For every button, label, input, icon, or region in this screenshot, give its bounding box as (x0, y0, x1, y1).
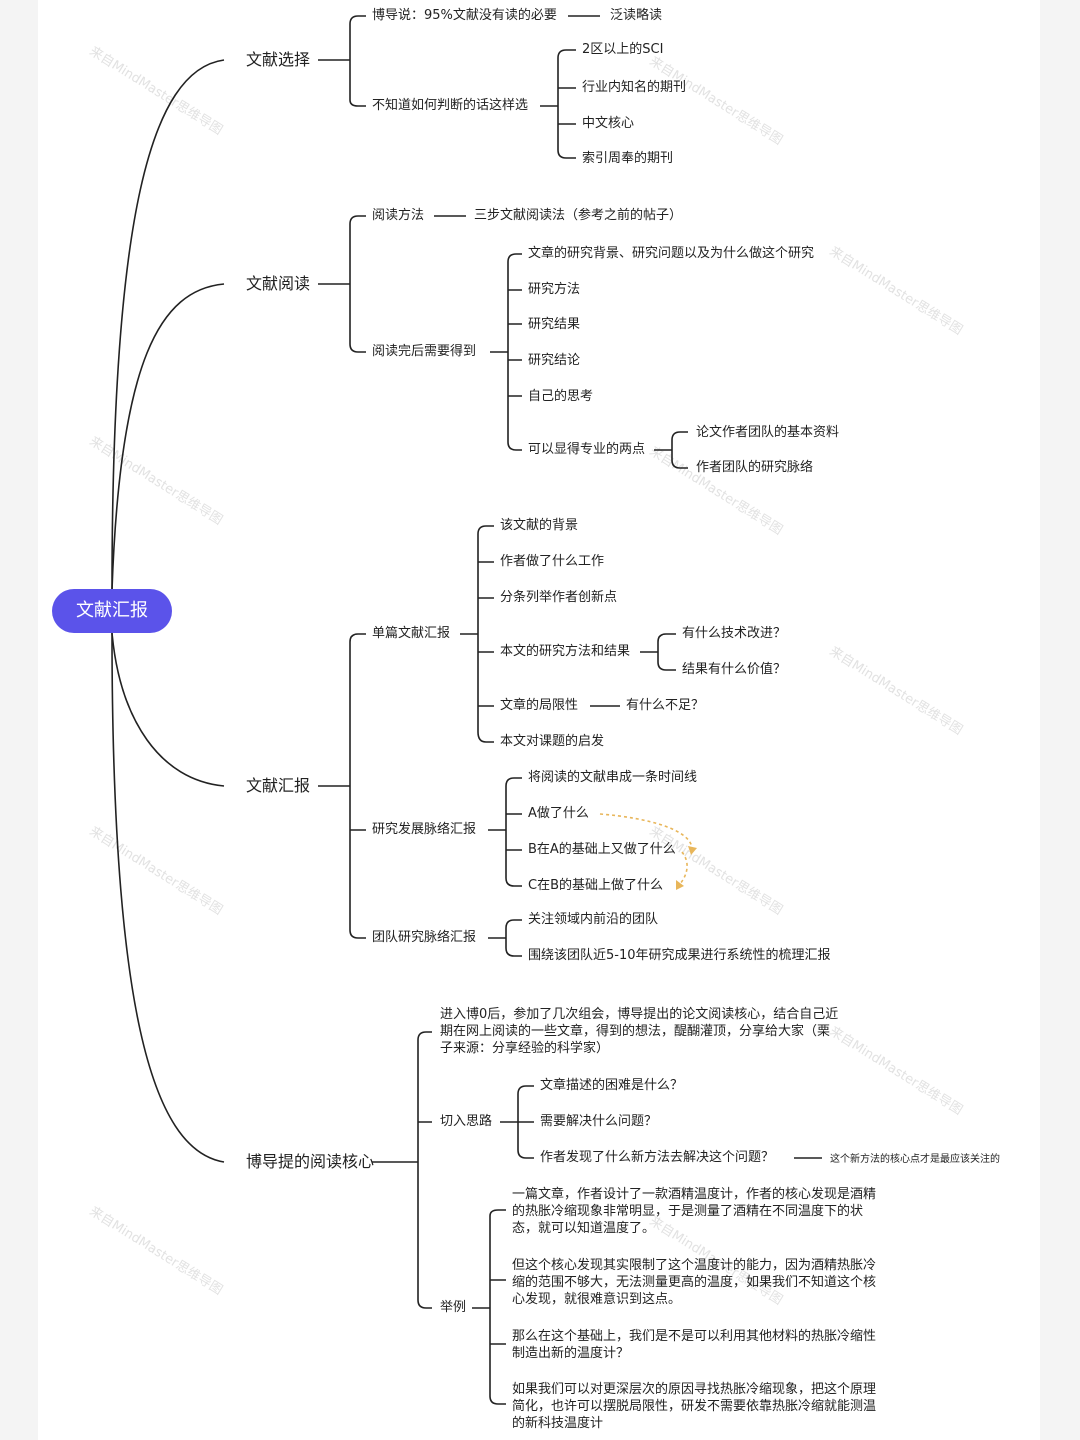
node-method-item[interactable]: 有什么技术改进？ (682, 626, 787, 641)
node-method-item[interactable]: 结果有什么价值？ (682, 662, 787, 677)
node-cut-note[interactable]: 这个新方法的核心点才是最应该关注的 (830, 1154, 1000, 1165)
node-single-item[interactable]: 作者做了什么工作 (500, 554, 605, 569)
node-shortcoming[interactable]: 有什么不足？ (626, 698, 705, 713)
node-cut-in-approach[interactable]: 切入思路 (440, 1114, 493, 1129)
node-cut-item[interactable]: 作者发现了什么新方法去解决这个问题？ (540, 1150, 775, 1165)
node-skim-read[interactable]: 泛读略读 (610, 8, 663, 23)
node-cut-item[interactable]: 需要解决什么问题？ (540, 1114, 658, 1129)
node-single-report[interactable]: 单篇文献汇报 (372, 626, 451, 641)
node-dev-item[interactable]: B在A的基础上又做了什么 (528, 842, 676, 857)
mindmap-canvas (38, 0, 1040, 1440)
node-how-to-choose[interactable]: 不知道如何判断的话这样选 (372, 98, 529, 113)
node-single-item[interactable]: 该文献的背景 (500, 518, 579, 533)
node-choose-item[interactable]: 行业内知名的期刊 (582, 80, 687, 95)
node-team-report[interactable]: 团队研究脉络汇报 (372, 930, 477, 945)
node-advisor-says[interactable]: 博导说：95%文献没有读的必要 (372, 8, 557, 23)
node-three-step-method[interactable]: 三步文献阅读法（参考之前的帖子） (474, 208, 683, 223)
node-choose-item[interactable]: 中文核心 (582, 116, 635, 131)
node-professional-points[interactable]: 可以显得专业的两点 (528, 442, 646, 457)
node-dev-item[interactable]: C在B的基础上做了什么 (528, 878, 663, 893)
node-dev-item[interactable]: A做了什么 (528, 806, 589, 821)
node-single-item[interactable]: 分条列举作者创新点 (500, 590, 618, 605)
node-after-item[interactable]: 研究结果 (528, 317, 581, 332)
node-core-intro[interactable]: 进入博0后，参加了几次组会，博导提出的论文阅读核心，结合自己近期在网上阅读的一些… (440, 1007, 839, 1056)
node-dev-item[interactable]: 将阅读的文献串成一条时间线 (528, 770, 698, 785)
node-after-reading[interactable]: 阅读完后需要得到 (372, 344, 477, 359)
node-limitation[interactable]: 文章的局限性 (500, 698, 579, 713)
node-after-item[interactable]: 研究方法 (528, 282, 581, 297)
node-cut-item[interactable]: 文章描述的困难是什么？ (540, 1078, 684, 1093)
node-team-item[interactable]: 围绕该团队近5-10年研究成果进行系统性的梳理汇报 (528, 948, 831, 963)
node-example[interactable]: 举例 (440, 1300, 467, 1315)
node-choose-item[interactable]: 索引周奉的期刊 (582, 151, 674, 166)
node-choose-item[interactable]: 2区以上的SCI (582, 42, 664, 57)
branch-literature-report[interactable]: 文献汇报 (246, 776, 311, 795)
node-team-item[interactable]: 关注领域内前沿的团队 (528, 912, 659, 927)
dashed-arrows (599, 813, 693, 885)
node-method-result[interactable]: 本文的研究方法和结果 (500, 644, 631, 659)
node-development-report[interactable]: 研究发展脉络汇报 (372, 822, 477, 837)
node-example-para[interactable]: 如果我们可以对更深层次的原因寻找热胀冷缩现象，把这个原理简化，也许可以摆脱局限性… (512, 1382, 877, 1431)
branch-reading-core[interactable]: 博导提的阅读核心 (246, 1152, 375, 1171)
node-example-para[interactable]: 一篇文章，作者设计了一款酒精温度计，作者的核心发现是酒精的热胀冷缩现象非常明显，… (512, 1187, 877, 1236)
node-after-item[interactable]: 文章的研究背景、研究问题以及为什么做这个研究 (528, 246, 815, 261)
node-after-item[interactable]: 研究结论 (528, 353, 581, 368)
node-reading-method[interactable]: 阅读方法 (372, 208, 425, 223)
branch-literature-reading[interactable]: 文献阅读 (246, 274, 311, 293)
node-inspiration[interactable]: 本文对课题的启发 (500, 734, 605, 749)
node-professional-item[interactable]: 论文作者团队的基本资料 (696, 425, 840, 440)
node-example-para[interactable]: 那么在这个基础上，我们是不是可以利用其他材料的热胀冷缩性制造出新的温度计？ (512, 1329, 877, 1361)
node-after-item[interactable]: 自己的思考 (528, 389, 594, 404)
node-example-para[interactable]: 但这个核心发现其实限制了这个温度计的能力，因为酒精热胀冷缩的范围不够大，无法测量… (512, 1258, 877, 1307)
branch-literature-selection[interactable]: 文献选择 (246, 50, 311, 69)
node-professional-item[interactable]: 作者团队的研究脉络 (696, 460, 814, 475)
root-node[interactable]: 文献汇报 (52, 589, 172, 633)
